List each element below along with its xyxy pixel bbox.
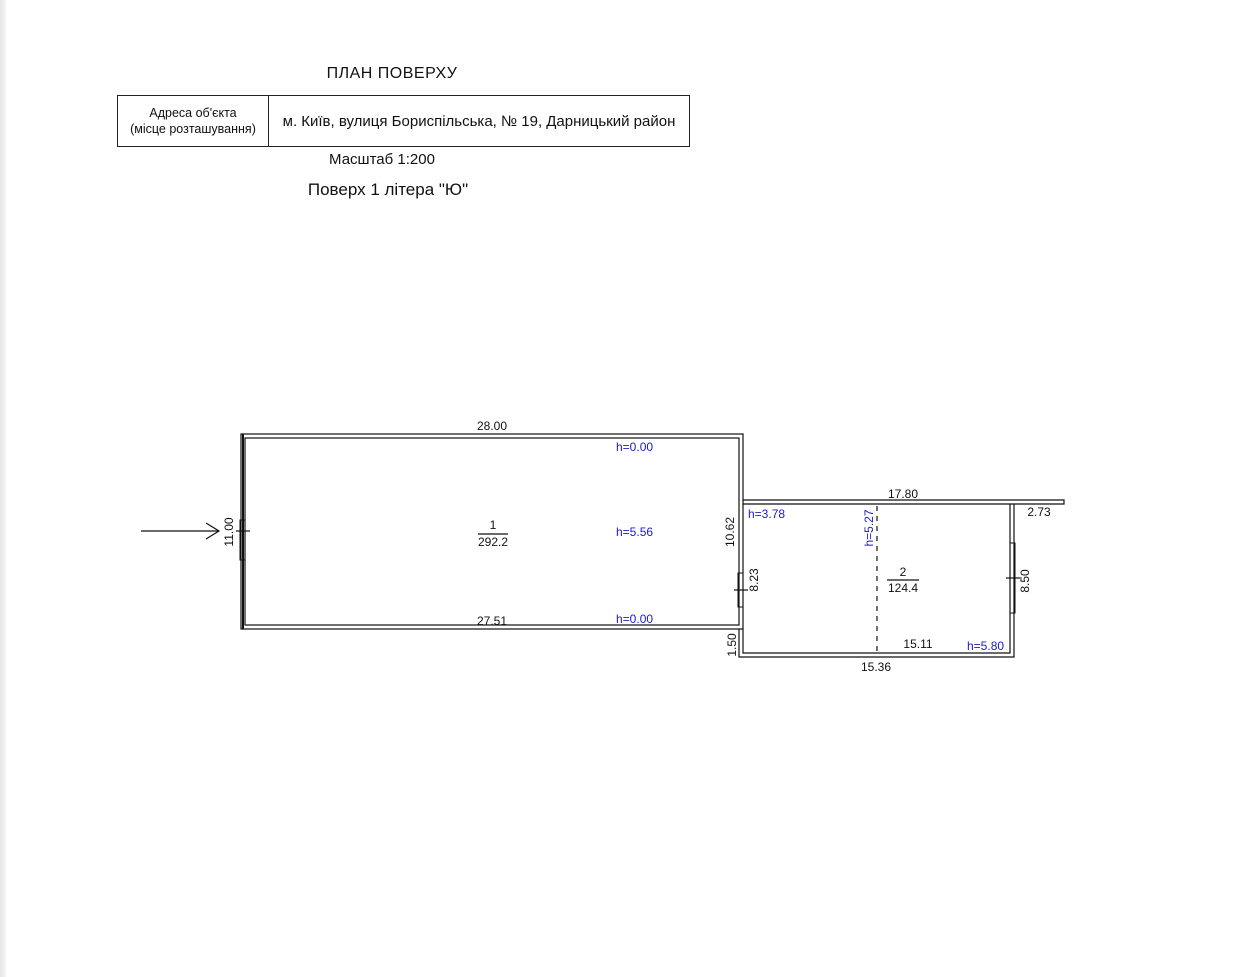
- floor-label: Поверх 1 літера "Ю": [307, 180, 469, 199]
- dim-window-room2: 8.23: [747, 568, 761, 592]
- dim-right-room2: 8.50: [1018, 569, 1032, 593]
- room1-number: 1: [490, 518, 497, 532]
- height-room2-right: h=5.80: [967, 639, 1004, 653]
- room2-number: 2: [900, 565, 907, 579]
- page-title: ПЛАН ПОВЕРХУ: [326, 65, 458, 82]
- dim-top-room2: 17.80: [888, 487, 918, 501]
- room2-top-wall-outer: [743, 499, 1065, 505]
- height-room1-top: h=0.00: [616, 440, 653, 454]
- height-room1-middle: h=5.56: [616, 525, 653, 539]
- scale-label: Масштаб 1:200: [329, 151, 435, 168]
- room2-right-wall-outer: [738, 504, 1015, 658]
- page-edge-shadow: [0, 0, 6, 977]
- dim-step: 1.50: [725, 633, 739, 657]
- dim-right-room1: 10.62: [723, 517, 737, 547]
- address-label-line1: Адреса об'єкта: [149, 106, 237, 120]
- dim-corner-room2: 2.73: [1027, 505, 1051, 519]
- window-left: [239, 519, 246, 561]
- room1-area: 292.2: [478, 535, 508, 549]
- dim-top-room1: 28.00: [477, 419, 507, 433]
- height-room2-partition: h=5.27: [862, 509, 876, 546]
- dim-bottom-room1: 27.51: [477, 614, 507, 628]
- height-room2-left: h=3.78: [748, 507, 785, 521]
- address-label-line2: (місце розташування): [130, 122, 256, 136]
- dim-left-room1: 11.00: [222, 517, 236, 546]
- dim-inner-bottom-room2: 15.11: [903, 637, 932, 651]
- room2-area: 124.4: [888, 581, 918, 595]
- address-table: Адреса об'єкта (місце розташування) м. К…: [117, 95, 690, 147]
- dim-outer-bottom-room2: 15.36: [861, 660, 891, 674]
- address-value-cell: м. Київ, вулиця Бориспільська, № 19, Дар…: [282, 112, 676, 130]
- address-label-cell: Адреса об'єкта (місце розташування): [118, 96, 269, 146]
- entrance-arrow-head: [205, 522, 221, 540]
- height-room1-bottom: h=0.00: [616, 612, 653, 626]
